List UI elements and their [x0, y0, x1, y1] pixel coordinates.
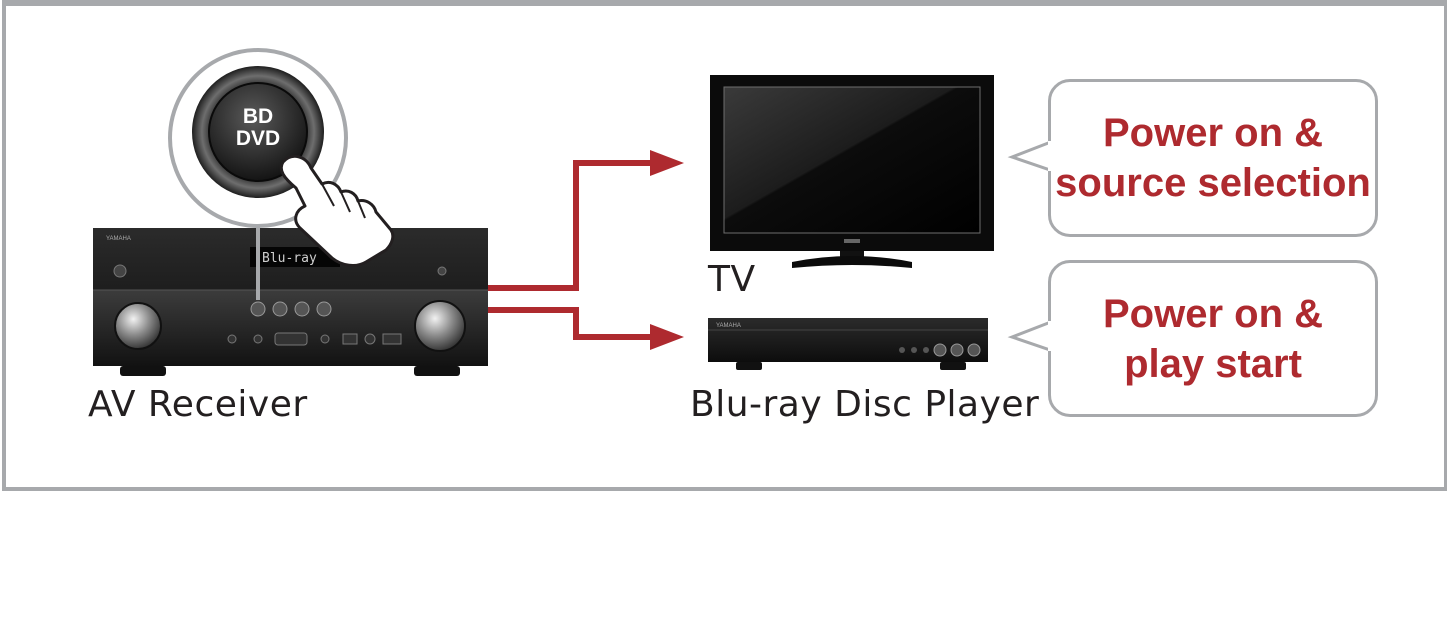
- bd-dvd-button: BD DVD: [228, 106, 288, 150]
- av-receiver-label: AV Receiver: [88, 384, 308, 425]
- player-action-bubble: Power on & play start: [1048, 260, 1378, 417]
- bubble-tail-seam-player: [1048, 321, 1058, 351]
- player-action-text: Power on & play start: [1102, 291, 1324, 386]
- tv-image: [710, 75, 994, 268]
- blu-ray-player-label: Blu-ray Disc Player: [690, 384, 1040, 425]
- receiver-brand-logo: YAMAHA: [106, 236, 131, 242]
- tv-action-bubble: Power on & source selection: [1048, 79, 1378, 237]
- blu-ray-player-image: YAMAHA: [708, 318, 988, 370]
- receiver-display-text: Blu-ray: [262, 251, 317, 266]
- pressing-hand-icon: [279, 154, 395, 267]
- tv-label: TV: [708, 259, 756, 300]
- input-knob-icon: [114, 302, 162, 350]
- volume-knob-icon: [414, 300, 466, 352]
- bubble-tail-seam-tv: [1048, 141, 1058, 171]
- arrow-to-player: [488, 307, 684, 350]
- button-label-dvd: DVD: [235, 127, 281, 150]
- av-receiver-image: Blu-ray YAMAHA: [93, 228, 488, 376]
- arrow-to-tv: [488, 150, 684, 291]
- button-label-bd: BD: [242, 105, 274, 128]
- player-brand-logo: YAMAHA: [716, 323, 741, 329]
- tv-action-text: Power on & source selection: [1055, 111, 1371, 205]
